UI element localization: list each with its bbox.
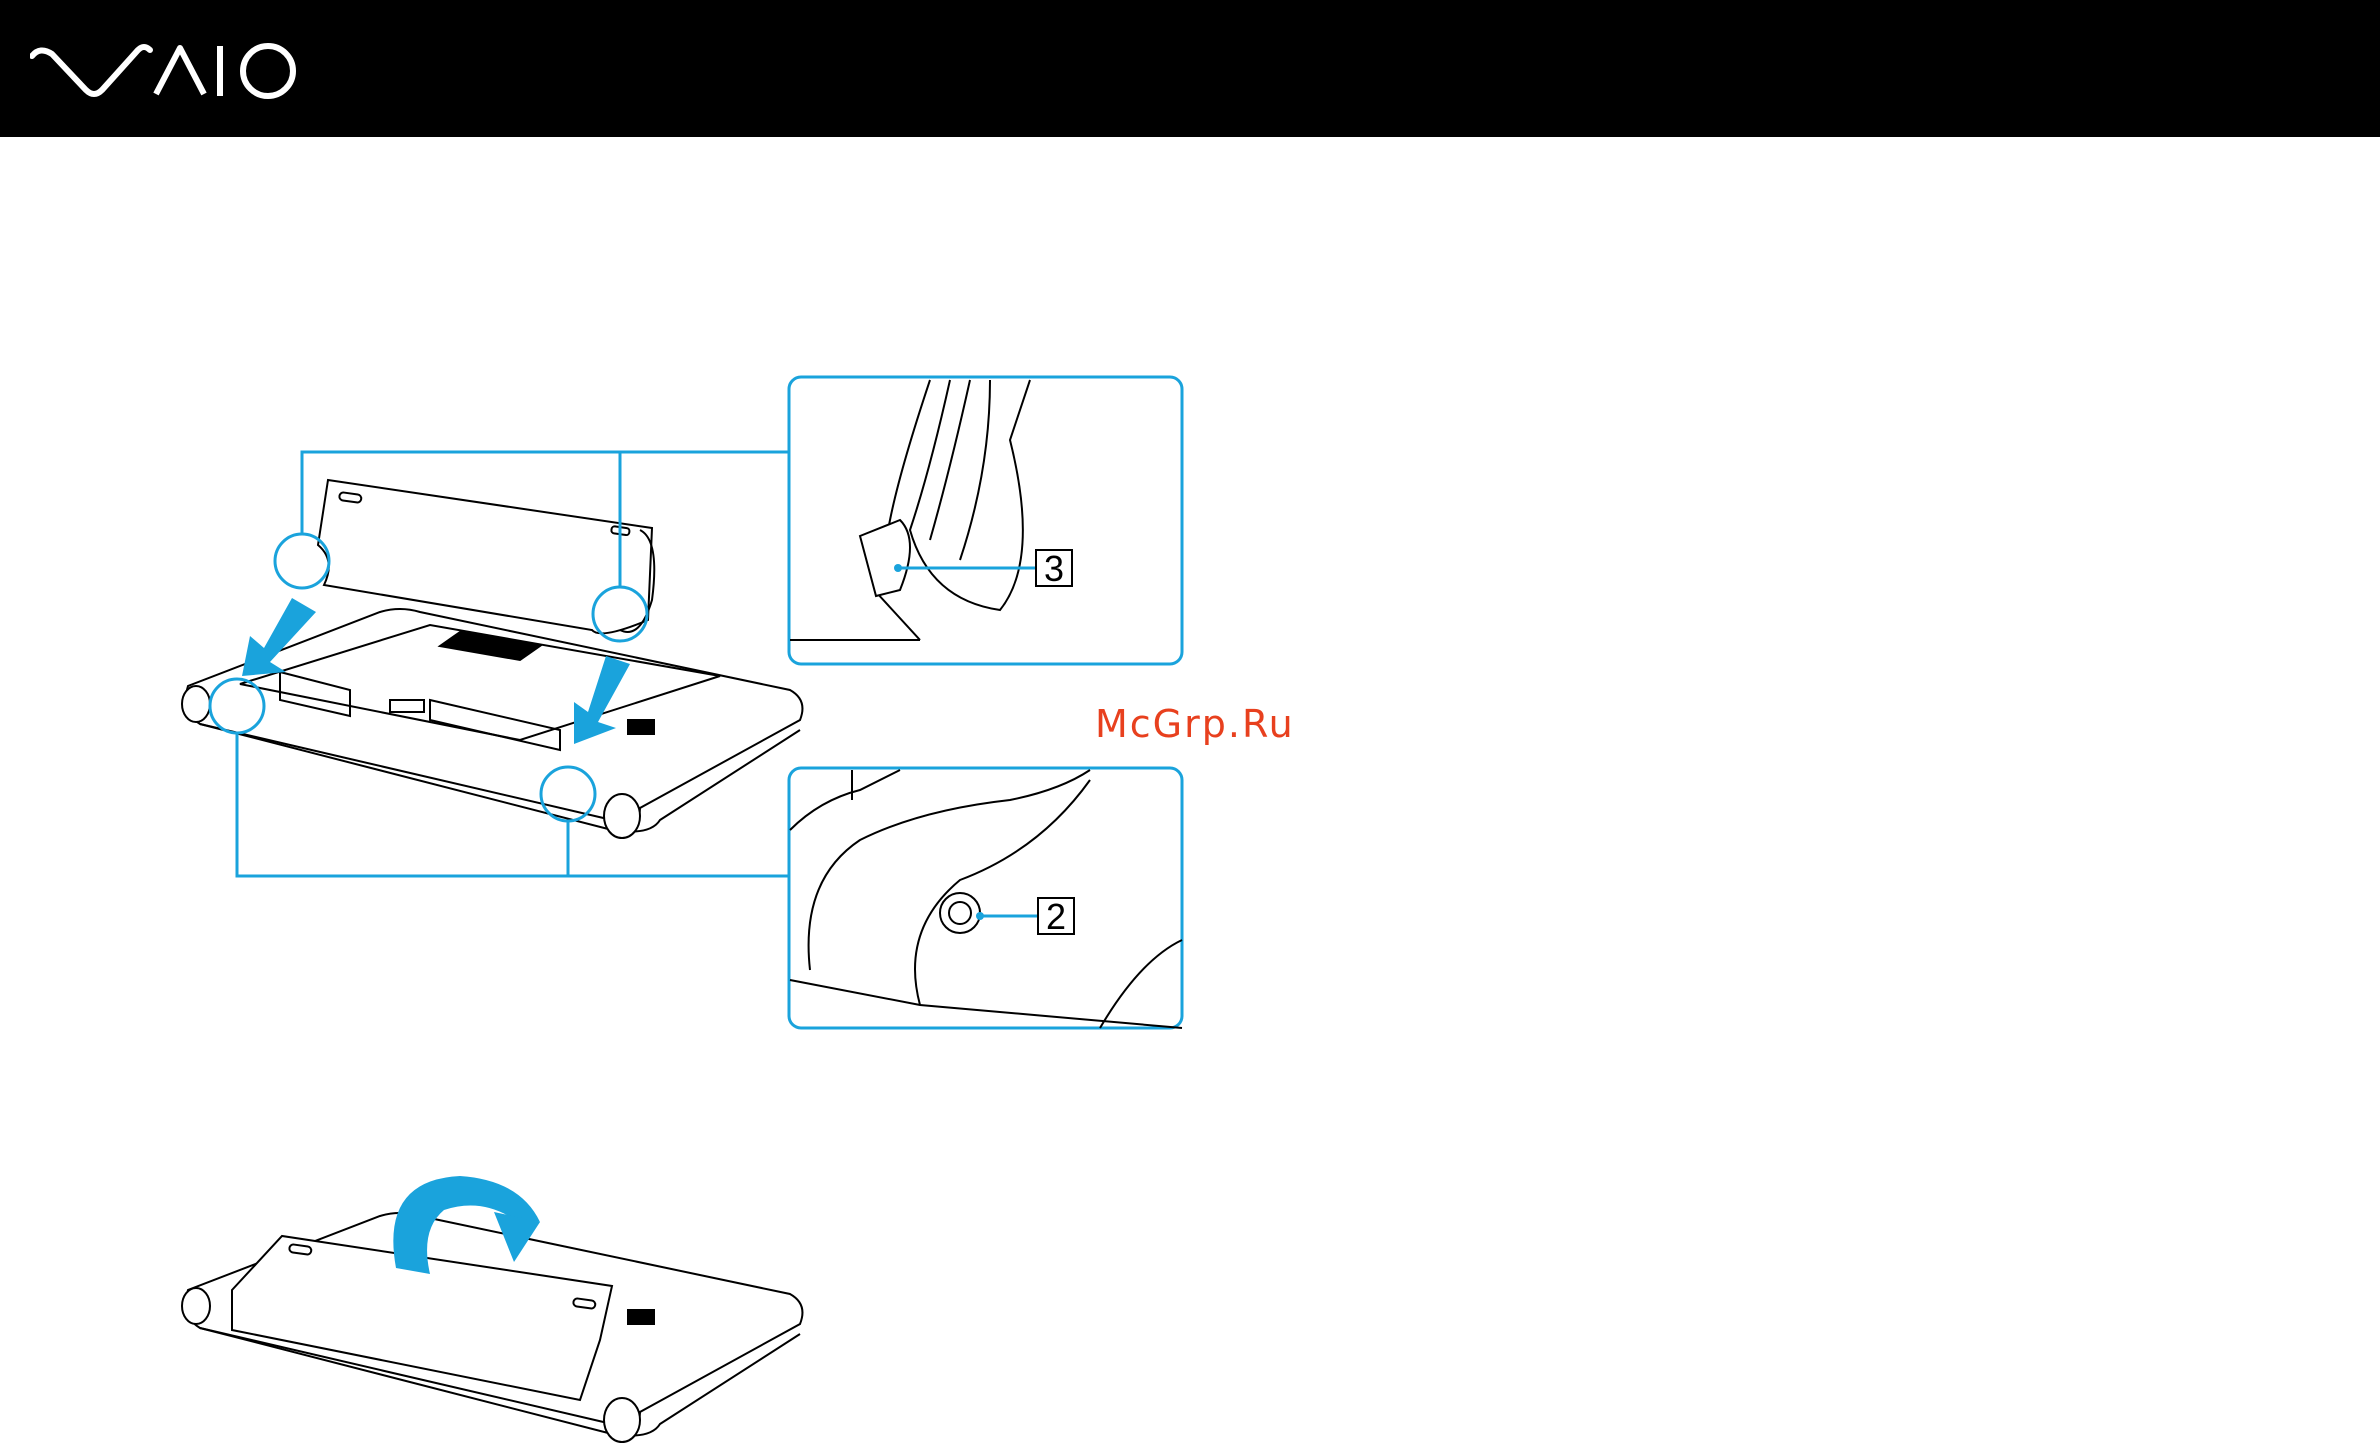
detail-box-peg: 2	[789, 768, 1182, 1028]
laptop-bottom-2	[182, 1213, 802, 1442]
latch-highlight-left	[275, 534, 329, 588]
battery-pack	[318, 480, 654, 633]
detail-box-latch: 3	[789, 377, 1182, 664]
watermark-text: McGrp.Ru	[1095, 702, 1295, 746]
callout-number-3: 3	[1044, 548, 1064, 589]
callout-number-2: 2	[1046, 896, 1066, 937]
